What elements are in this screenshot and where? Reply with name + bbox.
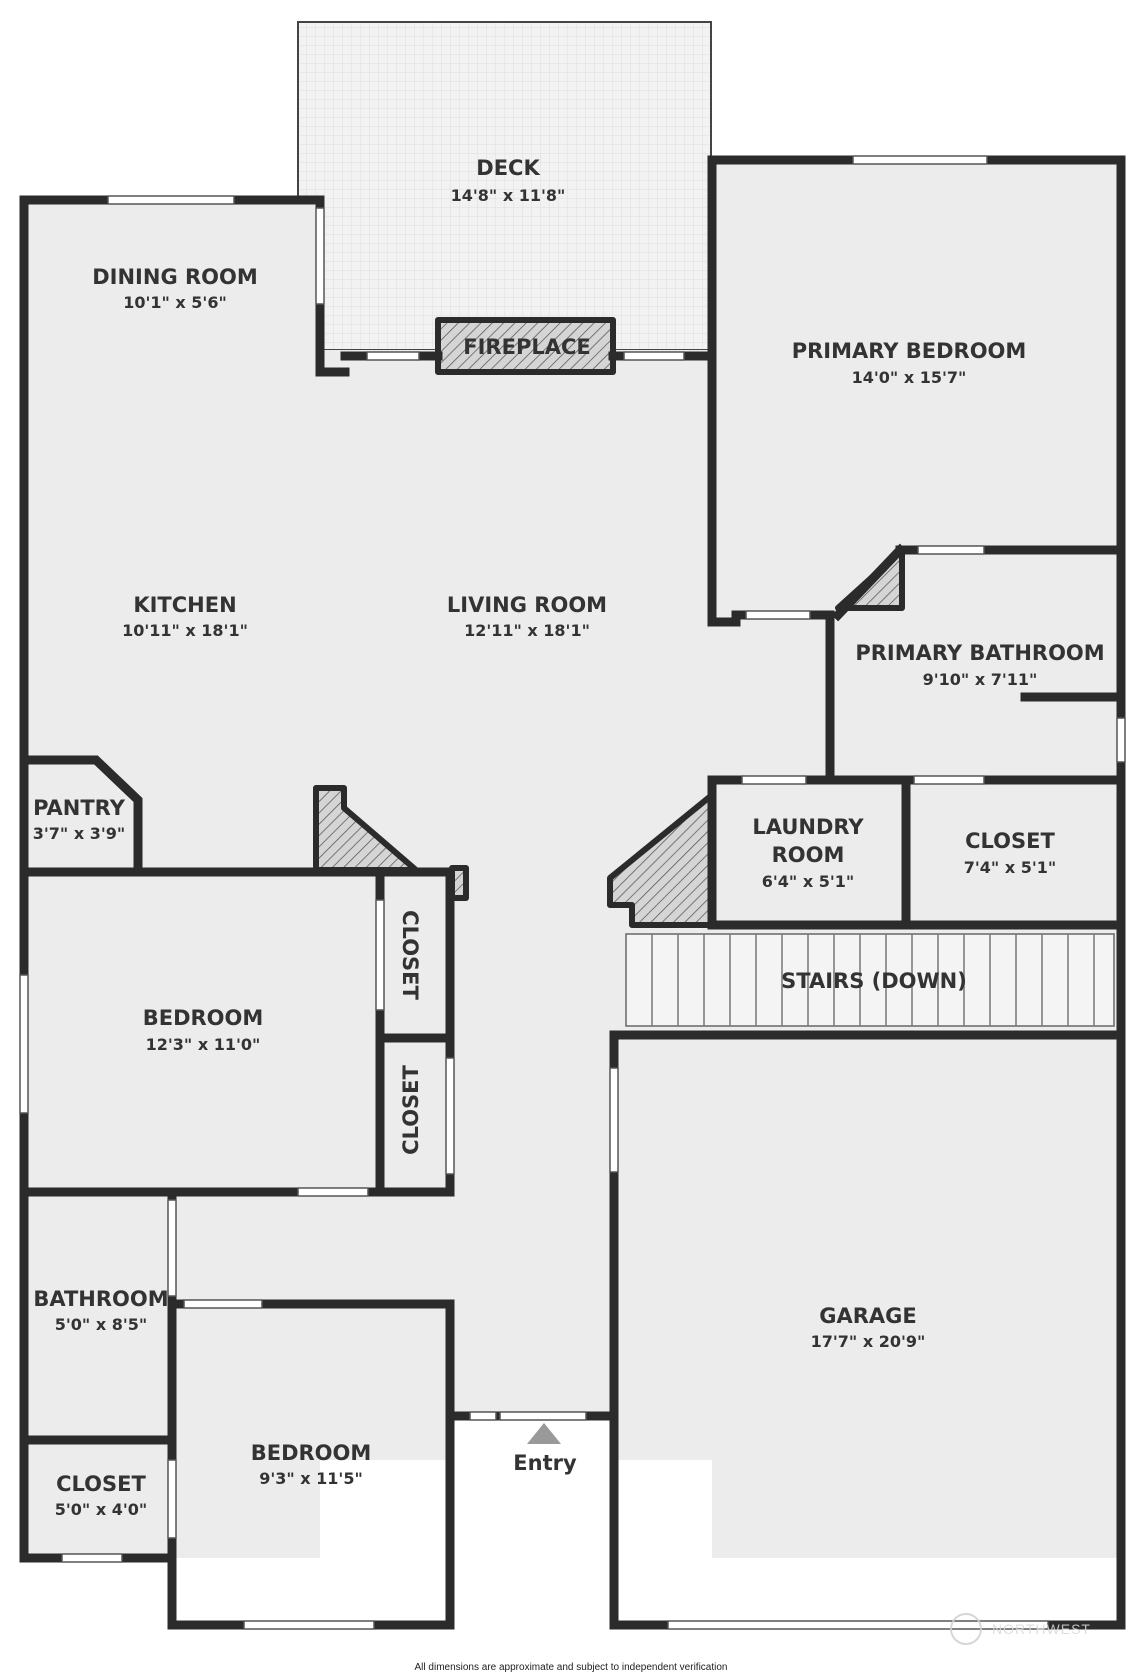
dimensions-disclaimer: All dimensions are approximate and subje… <box>415 1662 728 1673</box>
closet-b-label: CLOSET <box>399 1064 423 1154</box>
watermark-logo-icon <box>950 1613 982 1645</box>
bedroom-2-label: BEDROOM <box>251 1441 372 1465</box>
laundry-room-dims: 6'4" x 5'1" <box>762 872 854 891</box>
bathroom-label: BATHROOM <box>33 1287 168 1311</box>
primary-bathroom-dims: 9'10" x 7'11" <box>923 670 1038 689</box>
primary-closet-dims: 7'4" x 5'1" <box>964 858 1056 877</box>
fireplace-label: FIREPLACE <box>463 335 590 359</box>
deck-dims: 14'8" x 11'8" <box>451 186 566 205</box>
bedroom-2-dims: 9'3" x 11'5" <box>259 1469 363 1488</box>
kitchen-label: KITCHEN <box>133 593 236 617</box>
windows <box>19 155 1126 1630</box>
fireplace-block <box>435 317 616 375</box>
garage-label: GARAGE <box>819 1304 917 1328</box>
deck-area <box>297 21 712 351</box>
laundry-room-label-line1: LAUNDRY <box>752 815 864 839</box>
primary-bathroom-label: PRIMARY BATHROOM <box>855 641 1104 665</box>
living-room-dims: 12'11" x 18'1" <box>464 621 590 640</box>
dining-room-dims: 10'1" x 5'6" <box>123 293 227 312</box>
small-closet-dims: 5'0" x 4'0" <box>55 1500 147 1519</box>
stairs <box>625 933 1115 1027</box>
entry-label: Entry <box>513 1451 577 1475</box>
primary-bedroom-dims: 14'0" x 15'7" <box>852 368 967 387</box>
dining-room-label: DINING ROOM <box>92 265 258 289</box>
kitchen-dims: 10'11" x 18'1" <box>122 621 248 640</box>
laundry-room-label-line2: ROOM <box>772 843 845 867</box>
small-closet-label: CLOSET <box>56 1472 146 1496</box>
watermark-text: NORTHWEST <box>992 1621 1091 1637</box>
stairs-label: STAIRS (DOWN) <box>781 969 967 993</box>
deck-label: DECK <box>476 156 540 180</box>
primary-closet-label: CLOSET <box>965 829 1055 853</box>
bathroom-dims: 5'0" x 8'5" <box>55 1315 147 1334</box>
closet-a-label: CLOSET <box>398 910 422 1000</box>
garage-dims: 17'7" x 20'9" <box>811 1332 926 1351</box>
bedroom-1-dims: 12'3" x 11'0" <box>146 1035 261 1054</box>
bedroom-1-label: BEDROOM <box>143 1006 264 1030</box>
hatch-kitchen-corner <box>313 785 419 873</box>
entry-arrow-icon <box>527 1423 561 1444</box>
pantry-dims: 3'7" x 3'9" <box>33 824 125 843</box>
living-room-label: LIVING ROOM <box>447 593 607 617</box>
primary-bedroom-label: PRIMARY BEDROOM <box>792 339 1027 363</box>
pantry-label: PANTRY <box>33 796 126 820</box>
watermark: NORTHWEST <box>950 1613 1091 1645</box>
